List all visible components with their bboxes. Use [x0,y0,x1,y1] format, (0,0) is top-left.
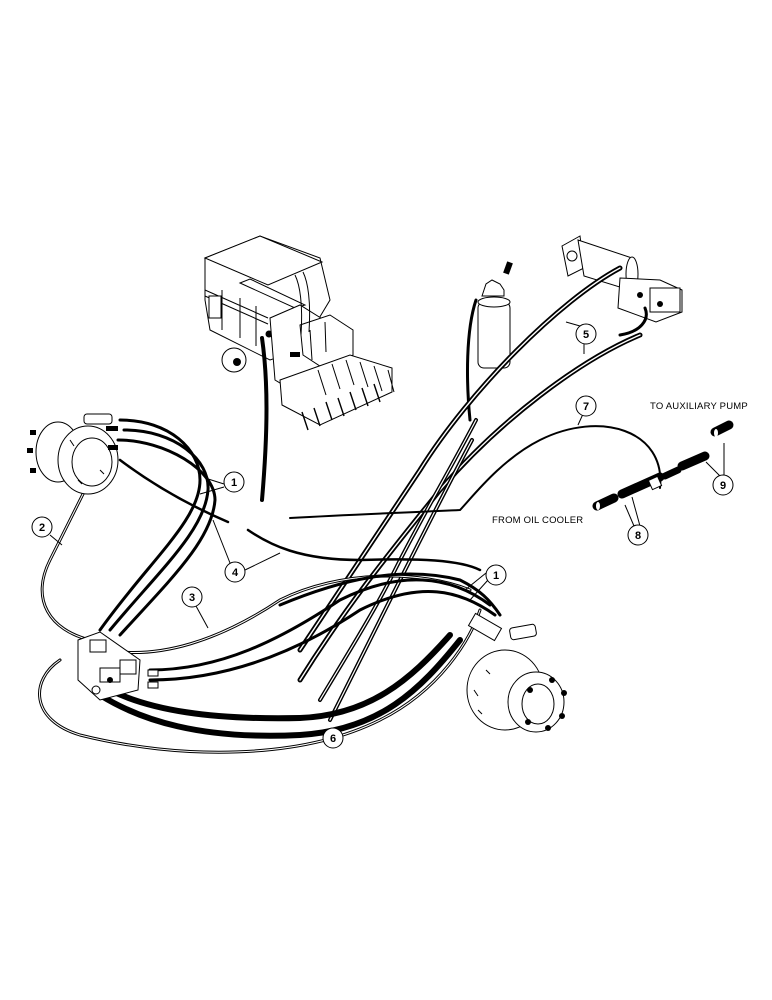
svg-text:2: 2 [39,522,45,534]
callout-5: 5 [575,323,597,345]
rear-right-wheel-motor [466,612,567,733]
manifold-valve-block [77,631,159,701]
hydraulic-pump-motor [561,235,683,337]
svg-text:8: 8 [635,530,641,542]
callout-9: 9 [712,474,734,496]
callout-4: 4 [224,561,246,583]
from-oil-cooler-label: FROM OIL COOLER [492,515,583,526]
callout-leaders [49,321,725,629]
front-left-wheel-motor [27,413,119,495]
to-auxiliary-pump-label: TO AUXILIARY PUMP [650,401,748,412]
cotton-picker-machine [203,235,395,502]
svg-text:3: 3 [189,592,195,604]
svg-text:9: 9 [720,480,726,492]
callout-2: 2 [31,516,53,538]
callout-7: 7 [575,395,597,417]
svg-text:1: 1 [493,570,499,582]
svg-text:7: 7 [583,401,589,413]
callout-1a: 1 [223,471,245,493]
callout-6: 6 [322,727,344,749]
callout-8: 8 [627,524,649,546]
callout-3: 3 [181,586,203,608]
svg-text:5: 5 [583,329,589,341]
svg-text:6: 6 [330,733,336,745]
tee-fitting-assembly [592,420,734,511]
callout-1b: 1 [485,564,507,586]
svg-text:1: 1 [231,477,237,489]
svg-text:4: 4 [232,567,239,579]
hose-bundle [38,265,662,754]
